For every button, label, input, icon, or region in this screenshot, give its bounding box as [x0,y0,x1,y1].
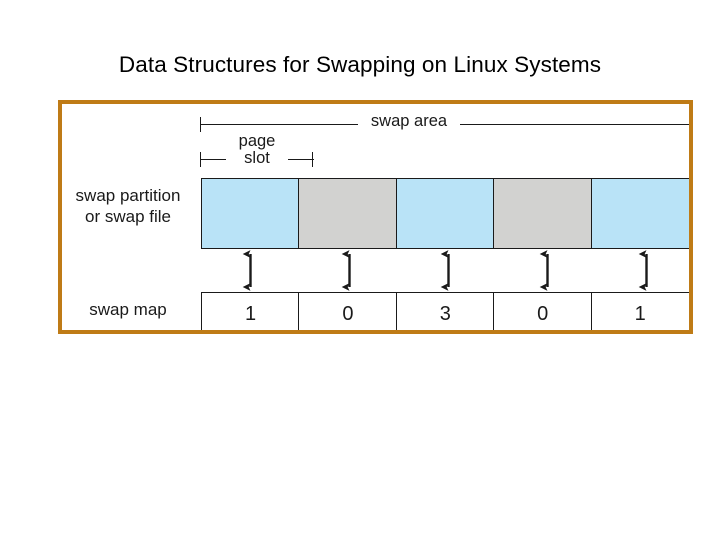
swap-area-rule-left [200,124,358,125]
page-slot-cell [298,178,398,249]
swap-map-strip: 1 0 3 0 1 [201,292,689,330]
page-slot-strip [201,178,689,249]
swap-partition-label: swap partition or swap file [62,185,200,227]
page-title: Data Structures for Swapping on Linux Sy… [118,52,602,77]
swap-map-cell: 1 [201,292,300,330]
swap-area-measure: swap area [200,112,689,134]
page-slot-cell [201,178,300,249]
swap-area-label: swap area [370,112,448,130]
swap-map-label: swap map [89,300,167,319]
page-slot-rule-left [200,159,226,160]
connector-arrows [242,250,648,291]
page-slot-cell [493,178,593,249]
page-slot-rule-right [288,159,314,160]
page-slot-label-slot: slot [244,149,270,167]
swap-map-cell: 3 [395,292,495,330]
swap-partition-label-line2: or swap file [85,207,171,226]
swap-map-cell: 0 [493,292,593,330]
swap-map-cell: 0 [298,292,398,330]
swap-area-rule-right [460,124,689,125]
swapping-diagram-frame: swap area page slot swap partition or sw… [58,100,693,334]
page-slot-measure: page slot [200,132,314,174]
page-slot-label-page: page [238,132,276,150]
swap-map-cell: 1 [590,292,689,330]
page-slot-tick-right [312,152,313,167]
page-slot-cell [590,178,689,249]
page-slot-cell [395,178,495,249]
swap-partition-label-line1: swap partition [75,186,181,205]
swapping-diagram-canvas: swap area page slot swap partition or sw… [62,104,689,330]
